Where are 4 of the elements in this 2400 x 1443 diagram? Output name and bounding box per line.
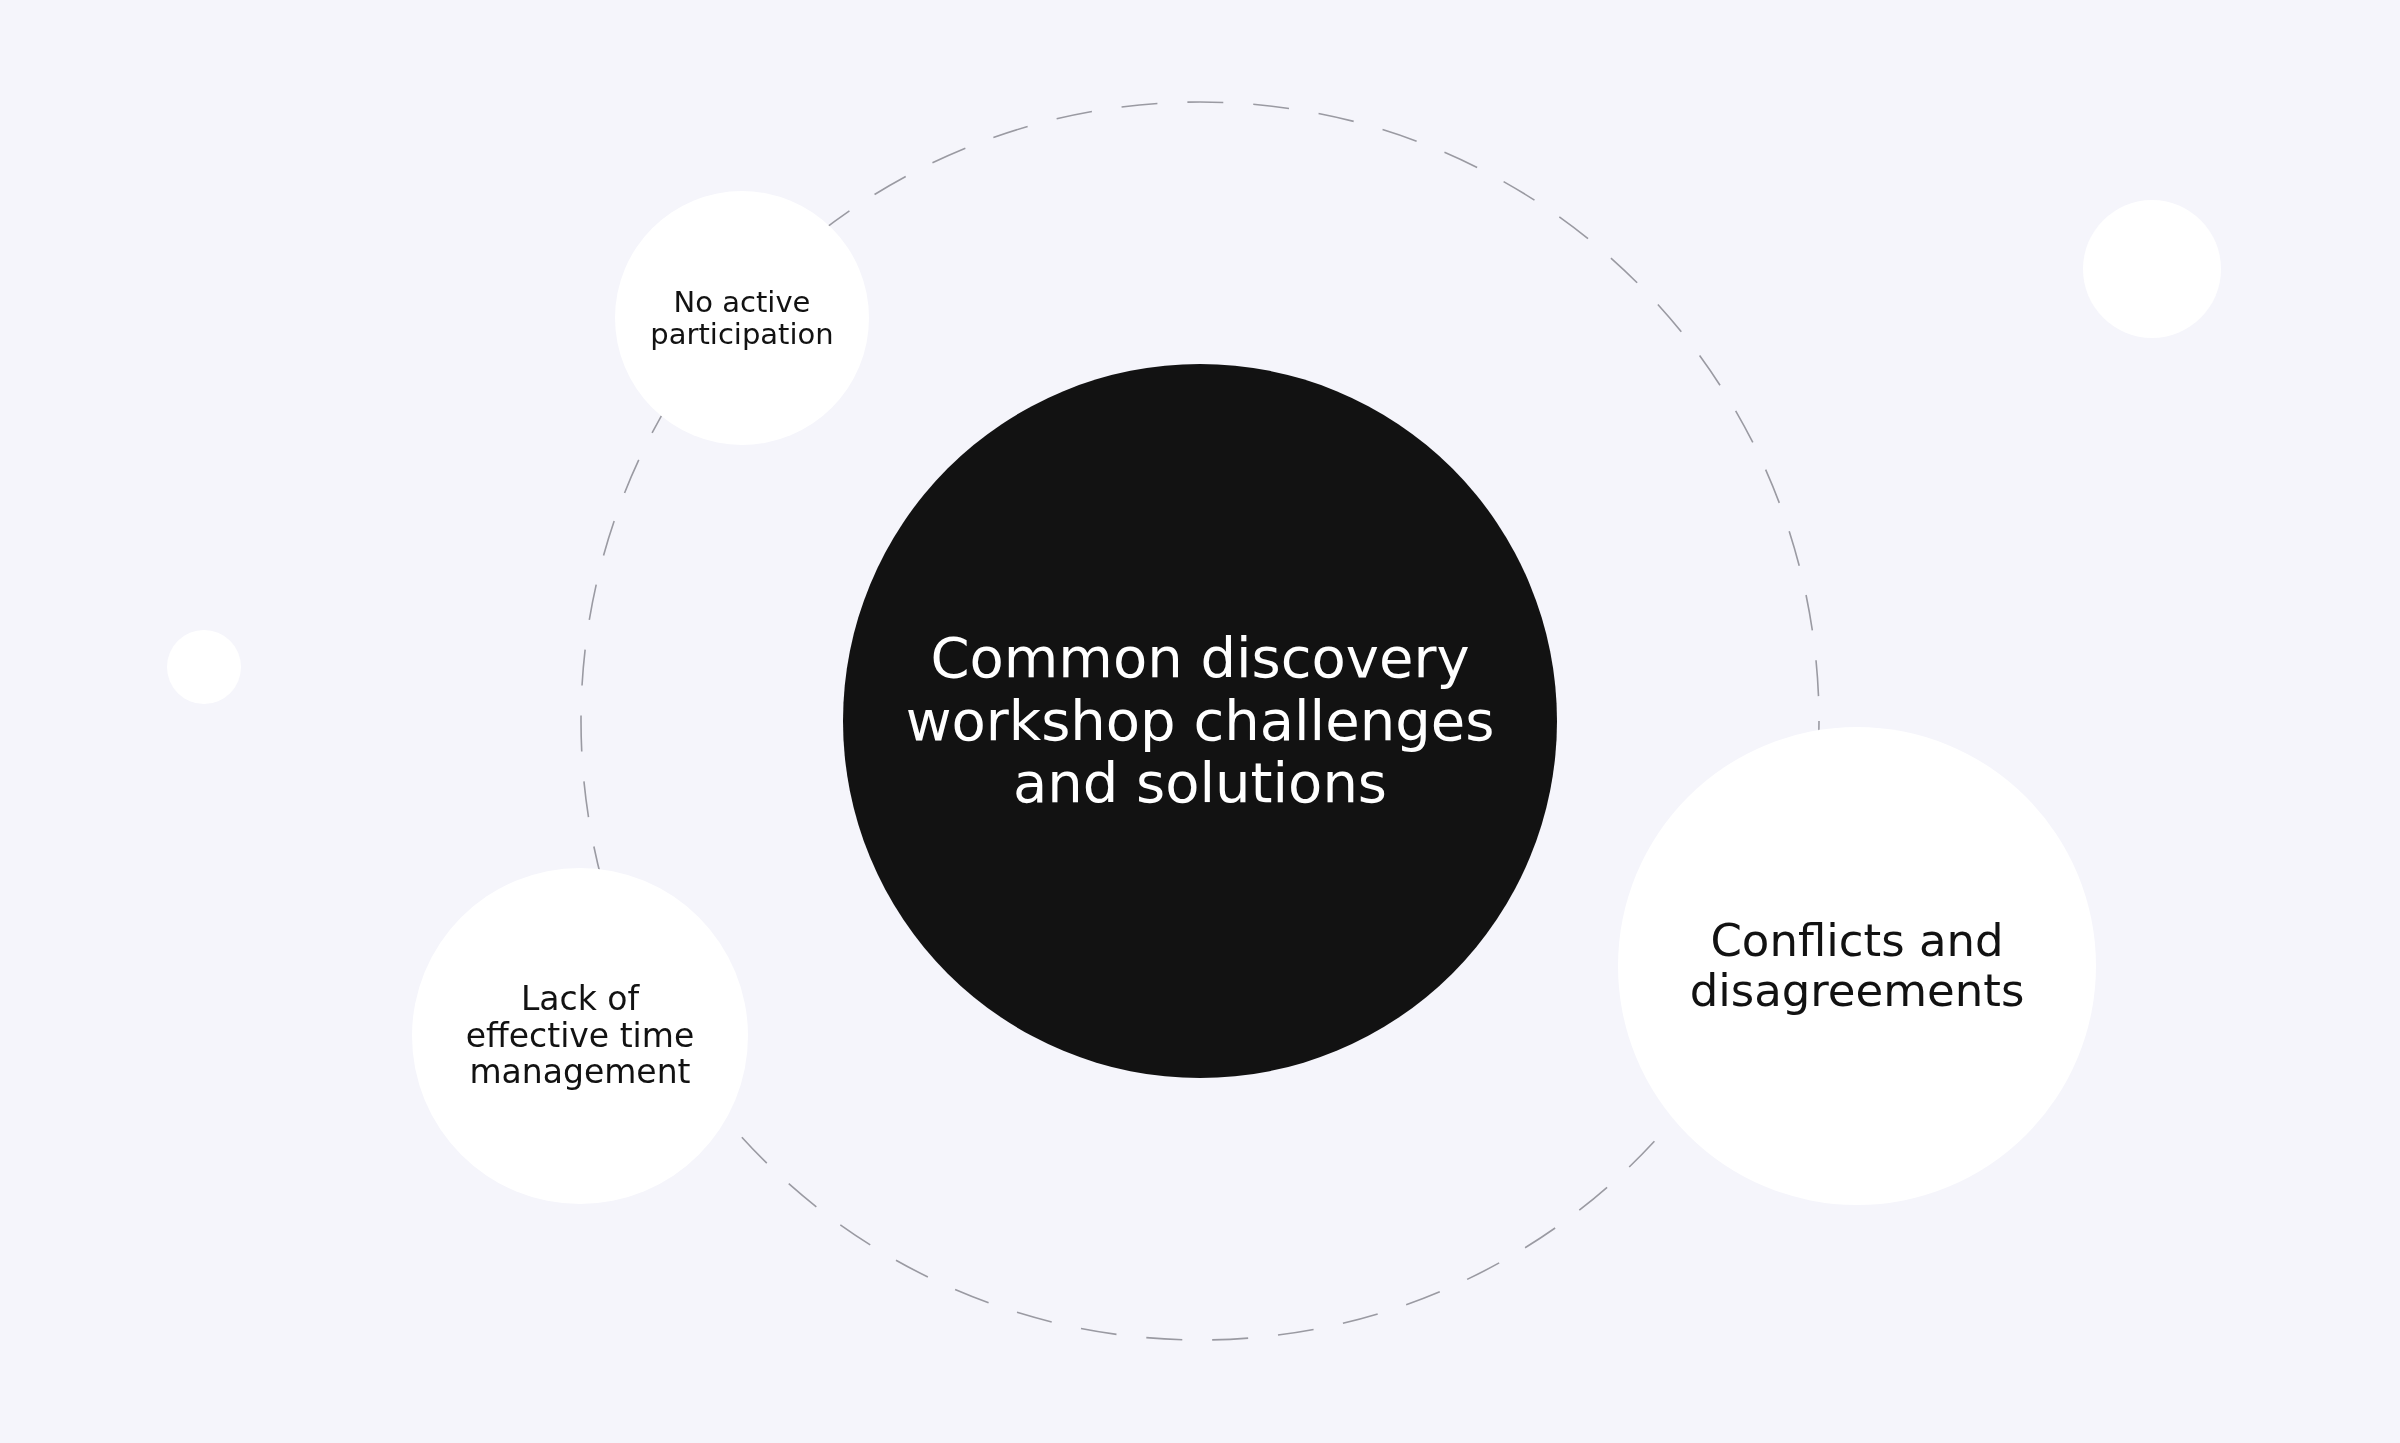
node-label: No active participation: [649, 285, 835, 351]
title-text: Common discovery workshop challenges and solutions: [904, 626, 1496, 816]
node-label: Conflicts and disagreements: [1688, 915, 2026, 1017]
node-label: Lack of effective time management: [464, 980, 696, 1092]
